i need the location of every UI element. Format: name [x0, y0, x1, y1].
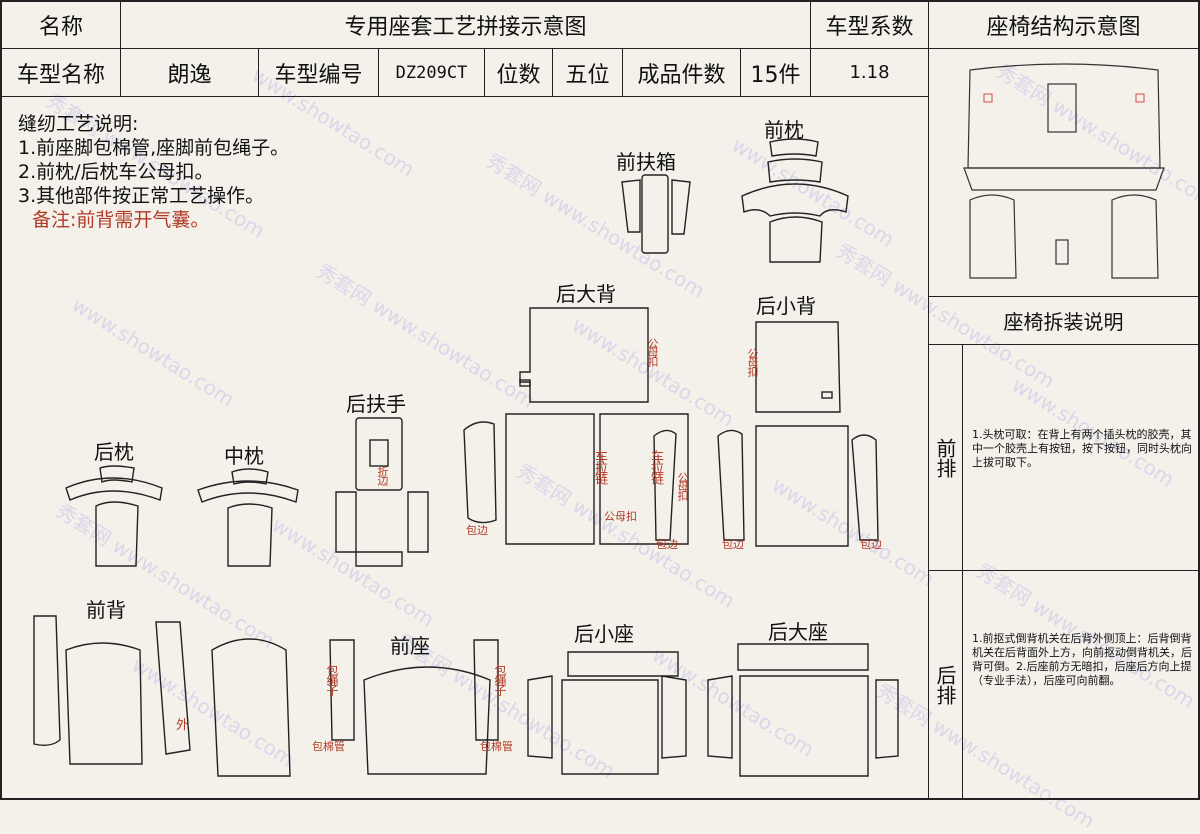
border-left: [0, 0, 2, 800]
annotation-wrap-rope-1: 包绳子: [325, 664, 339, 694]
col-divider: [810, 0, 811, 96]
seats-label: 位数: [496, 62, 541, 88]
col-divider: [258, 48, 259, 96]
panel-divider: [928, 570, 1200, 571]
rear-armrest-pieces: [335, 417, 429, 567]
pieces-value: 15件: [750, 62, 801, 88]
col-divider: [622, 48, 623, 96]
annotation-wrap-rope-2: 包绳子: [493, 664, 507, 694]
border-bottom: [0, 798, 1200, 800]
model-name: 朗逸: [167, 62, 212, 88]
front-pillow-pieces: [741, 138, 849, 263]
notes-heading: 缝纫工艺说明:: [18, 113, 139, 135]
annotation-wrap-edge-1: 包边: [466, 524, 488, 537]
annotation-wrap-edge-3: 包边: [722, 538, 744, 551]
col-divider: [120, 0, 121, 96]
col-divider: [484, 48, 485, 96]
front-seat-pieces: [329, 639, 499, 775]
disassembly-title: 座椅拆装说明: [1003, 310, 1124, 334]
notes-item-3: 3.其他部件按正常工艺操作。: [18, 185, 265, 207]
annotation-wrap-tube-2: 包棉管: [480, 740, 513, 753]
rear-pillow-pieces: [65, 465, 163, 567]
notes-remark: 备注:前背需开气囊。: [32, 209, 210, 231]
label-middle-pillow: 中枕: [224, 444, 264, 468]
seats-value: 五位: [565, 62, 610, 88]
annotation-wrap-edge-2: 包边: [656, 538, 678, 551]
annotation-wrap-tube-1: 包棉管: [312, 740, 345, 753]
annotation-fold-edge: 折边: [376, 466, 389, 484]
notes-item-2: 2.前枕/后枕车公母扣。: [18, 161, 214, 183]
sewing-notes: 缝纫工艺说明: 1.前座脚包棉管,座脚前包绳子。 2.前枕/后枕车公母扣。 3.…: [18, 112, 289, 232]
label-rear-small-back: 后小背: [756, 294, 816, 318]
pattern-pieces-drawing: [33, 138, 899, 777]
name-label: 名称: [38, 15, 83, 40]
col-divider: [378, 48, 379, 96]
page-title: 专用座套工艺拼接示意图: [344, 15, 587, 40]
front-row-text: 1.头枕可取：在背上有两个插头枕的胶壳，其中一个胶壳上有按钮，按下按钮，同时头枕…: [972, 428, 1192, 469]
label-rear-big-seat: 后大座: [768, 620, 828, 644]
panel-divider: [928, 344, 1200, 345]
front-back-pieces: [33, 615, 291, 777]
rear-row-label: 后排: [933, 664, 957, 705]
border-right: [1198, 0, 1200, 800]
structure-title: 座椅结构示意图: [986, 15, 1141, 40]
coef-label: 车型系数: [825, 15, 914, 40]
front-armrest-box-pieces: [621, 174, 691, 254]
label-rear-pillow: 后枕: [94, 440, 134, 464]
notes-item-1: 1.前座脚包棉管,座脚前包绳子。: [18, 137, 290, 159]
label-front-armrest-box: 前扶箱: [616, 150, 676, 174]
panel-divider: [928, 296, 1200, 297]
annotation-buckle-rear-big-back: 公母扣: [646, 338, 659, 365]
rear-big-back-pieces: [463, 307, 689, 545]
row1-divider: [0, 48, 1200, 49]
annotation-buckle-rear-big-back-lower: 公母扣: [676, 472, 689, 499]
label-front-seat: 前座: [390, 634, 430, 658]
rear-small-seat-pieces: [527, 651, 687, 775]
annotation-outer: 外: [176, 718, 190, 733]
col-divider: [552, 48, 553, 96]
col-divider: [740, 48, 741, 96]
annotation-wrap-edge-4: 包边: [860, 538, 882, 551]
border-top: [0, 0, 1200, 2]
row2-divider: [0, 96, 928, 97]
front-row-label: 前排: [933, 437, 957, 478]
label-front-pillow: 前枕: [764, 118, 804, 142]
annotation-zipper-1: 车拉链: [592, 450, 607, 483]
model-code: DZ209CT: [395, 62, 468, 83]
coef-value: 1.18: [849, 62, 890, 83]
model-code-label: 车型编号: [274, 62, 363, 88]
pieces-label: 成品件数: [637, 62, 726, 88]
right-panel-divider: [928, 0, 929, 800]
label-front-back: 前背: [86, 598, 126, 622]
middle-pillow-pieces: [197, 468, 299, 567]
seat-structure-diagram: [963, 63, 1165, 279]
label-rear-armrest: 后扶手: [346, 392, 406, 416]
label-rear-small-seat: 后小座: [574, 622, 634, 646]
rear-row-text: 1.前抠式倒背机关在后背外侧顶上：后背倒背机关在后背面外上方，向前抠动倒背机关，…: [972, 632, 1192, 687]
rear-big-seat-pieces: [707, 643, 899, 777]
model-name-label: 车型名称: [16, 62, 105, 88]
rear-small-back-pieces: [717, 321, 879, 547]
annotation-buckle-rear-small-back: 公母扣: [746, 348, 759, 375]
label-rear-big-back: 后大背: [556, 282, 616, 306]
annotation-buckle-center: 公母扣: [604, 510, 637, 523]
annotation-zipper-2: 车拉链: [648, 450, 663, 483]
panel-divider: [962, 344, 963, 800]
